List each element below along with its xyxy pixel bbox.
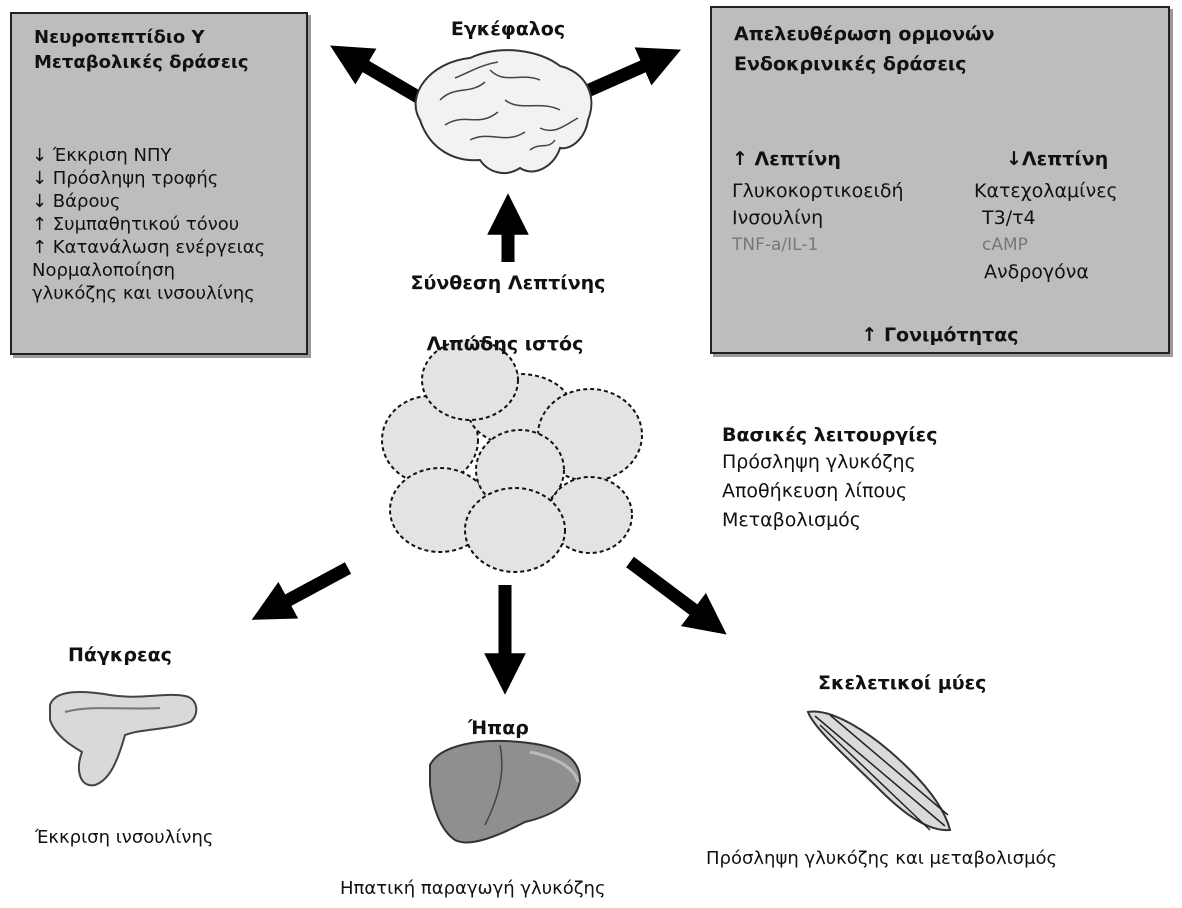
arrow-brain-to-right-box [582, 47, 682, 98]
metabolic-effects-box: Νευροπεπτίδιο Υ Μεταβολικές δράσεις ↓ Έκ… [10, 12, 308, 355]
pancreas-caption: Έκκριση ινσουλίνης [35, 827, 214, 848]
left-box-item: ↑ Συμπαθητικού τόνου [32, 214, 240, 235]
left-box-title-line2: Μεταβολικές δράσεις [34, 52, 249, 73]
skeletal-muscle-icon [806, 710, 952, 832]
left-box-title-line1: Νευροπεπτίδιο Υ [34, 27, 205, 48]
pancreas-icon [49, 691, 198, 787]
leptin-up-header: ↑ Λεπτίνη [732, 148, 841, 170]
skeletal-muscle-caption: Πρόσληψη γλυκόζης και μεταβολισμός [706, 848, 1058, 869]
endocrine-effects-box: Απελευθέρωση ορμονών Ενδοκρινικές δράσει… [710, 6, 1170, 354]
liver-caption: Ηπατική παραγωγή γλυκόζης [340, 878, 606, 899]
adipose-tissue-icon [381, 339, 643, 573]
arrow-brain-to-left-box [330, 45, 422, 103]
leptin-up-item: TNF-a/IL-1 [732, 235, 819, 255]
fertility-footer: ↑ Γονιμότητας [861, 324, 1019, 346]
liver-label: Ήπαρ [468, 717, 529, 739]
left-box-item: ↓ Βάρους [32, 191, 121, 212]
left-box-item: ↑ Κατανάλωση ενέργειας [32, 237, 266, 258]
brain-icon [414, 49, 593, 175]
left-box-item: γλυκόζης και ινσουλίνης [32, 283, 255, 304]
right-box-title-line2: Ενδοκρινικές δράσεις [734, 53, 967, 75]
adipose-tissue-label: Λιπώδης ιστός [426, 333, 584, 355]
arrow-to-pancreas [251, 562, 352, 620]
basic-function-item: Πρόσληψη γλυκόζης [722, 451, 916, 473]
basic-functions: Βασικές λειτουργίες Πρόσληψη γλυκόζης Απ… [722, 422, 938, 535]
leptin-down-item: T3/τ4 [982, 207, 1036, 229]
leptin-down-item: Ανδρογόνα [984, 261, 1089, 283]
basic-functions-title: Βασικές λειτουργίες [722, 424, 938, 446]
left-box-item: ↓ Πρόσληψη τροφής [32, 168, 219, 189]
leptin-down-item: cAMP [982, 235, 1028, 255]
pancreas-label: Πάγκρεας [68, 644, 172, 666]
leptin-up-item: Ινσουλίνη [732, 207, 824, 229]
leptin-up-item: Γλυκοκορτικοειδή [732, 180, 904, 202]
left-box-item: Νορμαλοποίηση [32, 260, 176, 281]
arrow-to-muscle [626, 556, 727, 635]
leptin-down-item: Κατεχολαμίνες [974, 180, 1118, 202]
liver-icon [429, 739, 582, 844]
leptin-down-header: ↓Λεπτίνη [1006, 148, 1109, 170]
leptin-synthesis-label: Σύνθεση Λεπτίνης [410, 272, 606, 294]
skeletal-muscle-label: Σκελετικοί μύες [818, 672, 987, 694]
left-box-item: ↓ Έκκριση ΝΠΥ [32, 145, 172, 166]
basic-function-item: Αποθήκευση λίπους [722, 480, 908, 502]
brain-label: Εγκέφαλος [450, 18, 566, 40]
right-box-title-line1: Απελευθέρωση ορμονών [734, 23, 995, 45]
basic-function-item: Μεταβολισμός [722, 509, 861, 531]
